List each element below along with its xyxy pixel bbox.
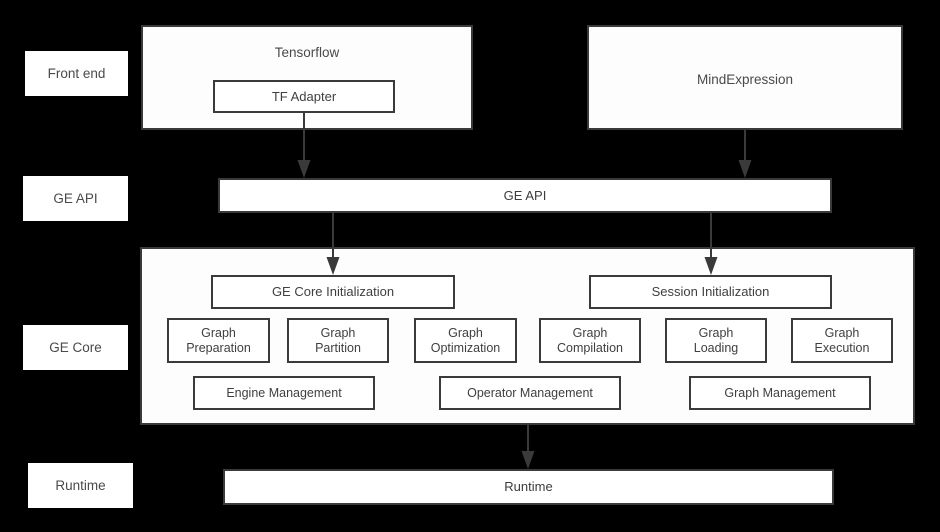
ge-api-bar[interactable]: GE API — [218, 178, 832, 213]
mindexpression-title: MindExpression — [696, 72, 794, 87]
layer-label-ge-api-text: GE API — [53, 190, 98, 206]
layer-label-ge-core-text: GE Core — [49, 339, 102, 355]
tf-adapter-box[interactable]: TF Adapter — [213, 80, 395, 113]
graph-optimization-box[interactable]: Graph Optimization — [414, 318, 517, 363]
graph-partition-label: Graph Partition — [315, 325, 361, 355]
engine-management-label: Engine Management — [226, 385, 342, 400]
engine-management-box[interactable]: Engine Management — [193, 376, 375, 410]
tensorflow-frame: Tensorflow — [141, 25, 473, 130]
ge-core-initialization-label: GE Core Initialization — [271, 284, 395, 300]
graph-loading-label: Graph Loading — [693, 325, 739, 355]
layer-label-runtime: Runtime — [28, 463, 133, 508]
graph-management-box[interactable]: Graph Management — [689, 376, 871, 410]
ge-api-bar-label: GE API — [503, 187, 547, 203]
mindexpression-frame: MindExpression — [587, 25, 903, 130]
graph-execution-box[interactable]: Graph Execution — [791, 318, 893, 363]
graph-compilation-label: Graph Compilation — [556, 325, 623, 355]
graph-management-label: Graph Management — [724, 385, 836, 400]
layer-label-ge-core: GE Core — [23, 325, 128, 370]
layer-label-front-end: Front end — [25, 51, 128, 96]
runtime-bar-label: Runtime — [504, 479, 553, 495]
tf-adapter-label: TF Adapter — [271, 88, 337, 104]
graph-loading-box[interactable]: Graph Loading — [665, 318, 767, 363]
graph-optimization-label: Graph Optimization — [430, 325, 501, 355]
graph-preparation-box[interactable]: Graph Preparation — [167, 318, 270, 363]
session-initialization-box[interactable]: Session Initialization — [589, 275, 832, 309]
layer-label-runtime-text: Runtime — [55, 477, 106, 493]
layer-label-ge-api: GE API — [23, 176, 128, 221]
tensorflow-title: Tensorflow — [274, 45, 340, 60]
layer-label-front-end-text: Front end — [47, 65, 106, 81]
graph-compilation-box[interactable]: Graph Compilation — [539, 318, 641, 363]
operator-management-box[interactable]: Operator Management — [439, 376, 621, 410]
graph-preparation-label: Graph Preparation — [186, 325, 251, 355]
ge-core-initialization-box[interactable]: GE Core Initialization — [211, 275, 455, 309]
session-initialization-label: Session Initialization — [651, 284, 770, 300]
operator-management-label: Operator Management — [467, 385, 593, 400]
graph-partition-box[interactable]: Graph Partition — [287, 318, 389, 363]
runtime-bar[interactable]: Runtime — [223, 469, 834, 505]
graph-execution-label: Graph Execution — [814, 325, 870, 355]
